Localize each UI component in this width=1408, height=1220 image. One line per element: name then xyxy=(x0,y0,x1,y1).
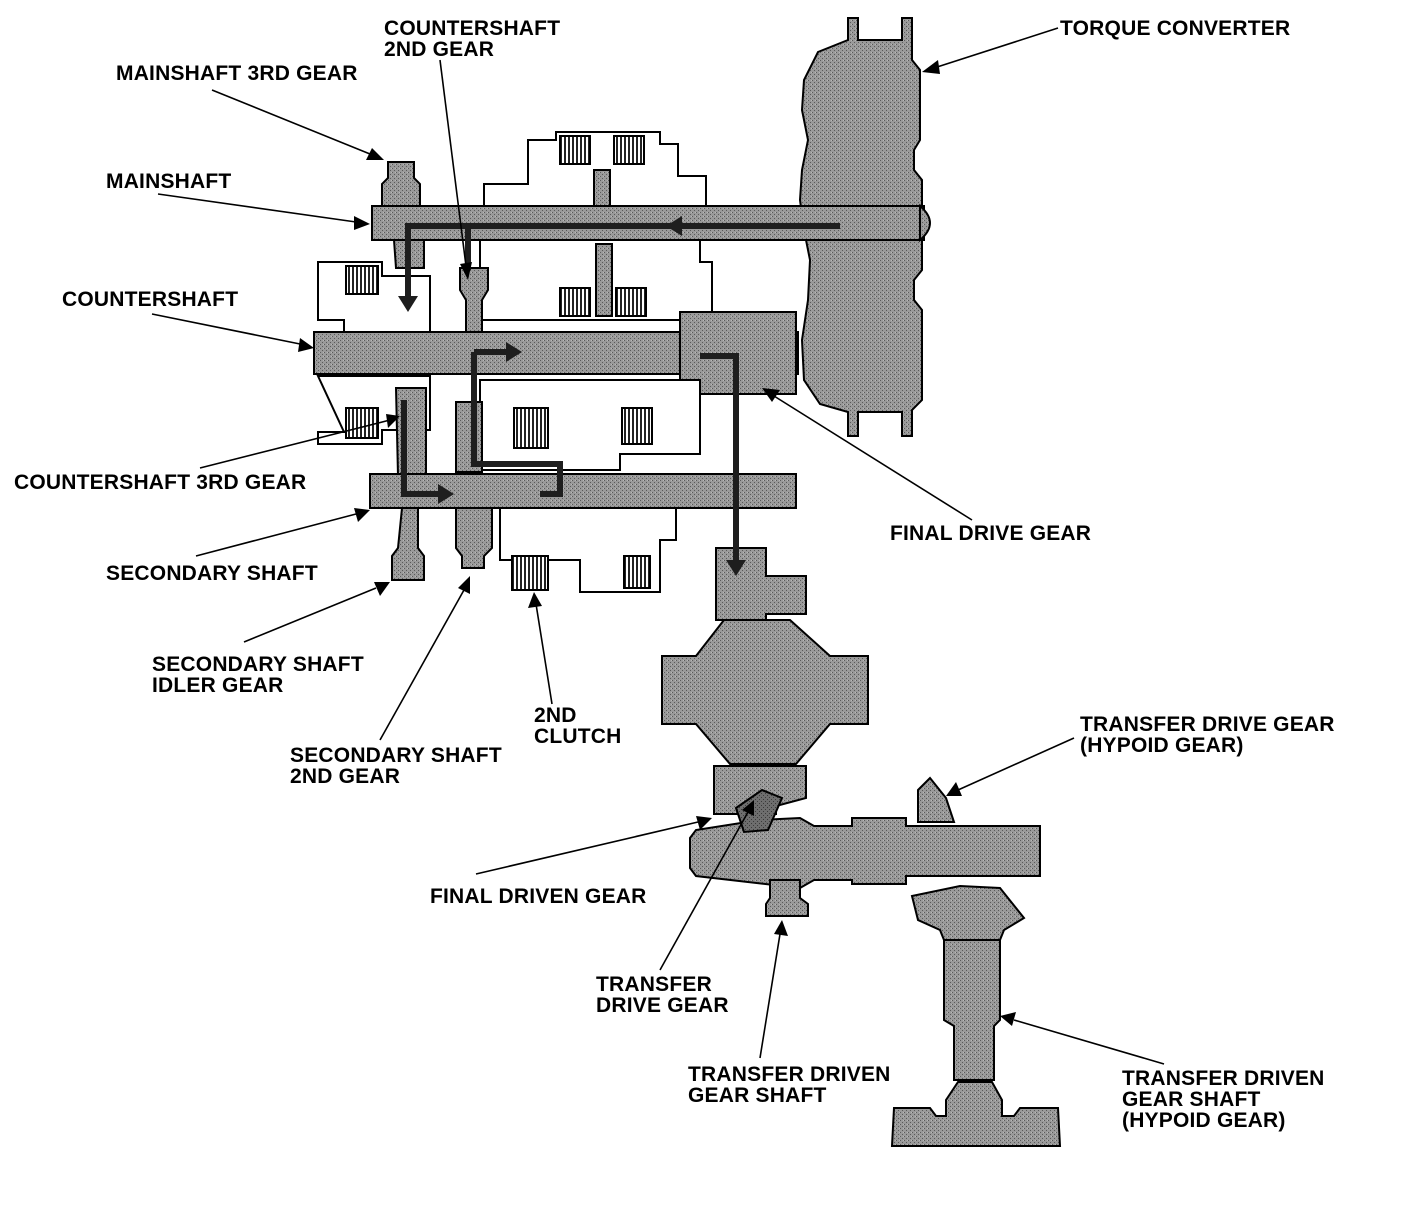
label-transfer-driven-gear-shaft-hypoid-line1: TRANSFER DRIVEN xyxy=(1122,1067,1325,1090)
arrowhead-transfer-drive-gear-hypoid xyxy=(946,782,962,796)
mainshaft-end xyxy=(919,203,931,243)
arrowhead-countershaft xyxy=(298,338,314,352)
leader-transfer-drive-gear-hypoid xyxy=(957,737,1075,791)
label-countershaft-2nd-gear-line2: 2ND GEAR xyxy=(384,38,494,61)
leader-mainshaft-3rd-gear xyxy=(211,89,371,155)
leader-torque-converter xyxy=(933,27,1059,69)
countershaft-left-clutch-bottom xyxy=(345,407,379,439)
label-transfer-driven-gear-shaft-line1: TRANSFER DRIVEN xyxy=(688,1063,891,1086)
transfer-driven-gear-shaft-hub xyxy=(765,879,809,917)
leader-transfer-driven-gear-shaft-hypoid xyxy=(1013,1019,1165,1065)
leader-secondary-shaft xyxy=(195,513,357,557)
secondary-shaft-idler-gear-shape xyxy=(391,507,425,581)
label-torque-converter: TORQUE CONVERTER xyxy=(1060,17,1290,40)
mainshaft-lower-clutch-pack-b xyxy=(615,287,647,317)
final-driven-gear-upper xyxy=(715,547,807,621)
mainshaft-lower-gear xyxy=(595,243,613,317)
leader-final-drive-gear xyxy=(773,395,973,521)
flow-arrow-countershaft xyxy=(506,342,522,362)
transfer-drive-gear-shape xyxy=(734,788,784,834)
arrowhead-final-driven-gear xyxy=(696,816,712,830)
label-second-clutch-line1: 2ND xyxy=(534,704,577,727)
leader-countershaft-2nd-gear xyxy=(439,59,467,267)
label-secondary-shaft-2nd-gear-line2: 2ND GEAR xyxy=(290,765,400,788)
leader-second-clutch xyxy=(535,603,553,705)
mainshaft-clutch-pack-a xyxy=(559,135,591,165)
countershaft-left-clutch-top xyxy=(345,265,379,295)
arrowhead-secondary-shaft xyxy=(354,508,370,522)
leader-secondary-shaft-idler-gear xyxy=(243,587,377,643)
label-countershaft-3rd-gear: COUNTERSHAFT 3RD GEAR xyxy=(14,471,306,494)
differential-housing xyxy=(661,619,869,765)
arrowhead-final-drive-gear xyxy=(762,388,780,402)
flow-arrow-mainshaft xyxy=(666,216,682,236)
flow-arrow-3rd-gear xyxy=(398,296,418,312)
leader-transfer-driven-gear-shaft xyxy=(759,933,781,1059)
hypoid-driven-gear-head xyxy=(910,884,1026,941)
label-countershaft: COUNTERSHAFT xyxy=(62,288,238,311)
arrowhead-mainshaft-3rd-gear xyxy=(366,148,384,160)
label-mainshaft-3rd-gear: MAINSHAFT 3RD GEAR xyxy=(116,62,358,85)
arrowhead-torque-converter xyxy=(922,60,940,74)
secondary-clutch-pack-upper xyxy=(513,407,549,449)
callout-labels: TORQUE CONVERTER COUNTERSHAFT 2ND GEAR M… xyxy=(14,17,1335,1132)
flow-arrow-final-drive xyxy=(726,560,746,576)
secondary-shaft-shape xyxy=(369,473,797,509)
power-flow-path xyxy=(398,216,840,576)
secondary-shaft-2nd-gear-shape xyxy=(455,507,493,569)
label-final-drive-gear: FINAL DRIVE GEAR xyxy=(890,522,1091,545)
leader-lines xyxy=(151,27,1165,1065)
arrowhead-secondary-shaft-2nd-gear xyxy=(458,576,470,594)
arrowhead-countershaft-3rd-gear xyxy=(386,414,400,428)
label-transfer-drive-gear-hypoid-line1: TRANSFER DRIVE GEAR xyxy=(1080,713,1335,736)
label-secondary-shaft-2nd-gear-line1: SECONDARY SHAFT xyxy=(290,744,502,767)
label-mainshaft: MAINSHAFT xyxy=(106,170,231,193)
label-second-clutch-line2: CLUTCH xyxy=(534,725,622,748)
transfer-driven-gear-shaft-shape xyxy=(689,816,1041,890)
label-countershaft-2nd-gear-line1: COUNTERSHAFT xyxy=(384,17,560,40)
label-secondary-shaft-idler-gear-line2: IDLER GEAR xyxy=(152,674,284,697)
hypoid-driven-flange xyxy=(890,1081,1062,1147)
arrowhead-transfer-driven-gear-shaft-hypoid xyxy=(1000,1012,1016,1026)
label-secondary-shaft: SECONDARY SHAFT xyxy=(106,562,318,585)
label-transfer-driven-gear-shaft-line2: GEAR SHAFT xyxy=(688,1084,827,1107)
arrowhead-secondary-shaft-idler-gear xyxy=(374,582,390,596)
secondary-clutch-pack-upper-b xyxy=(621,407,653,445)
arrowhead-mainshaft xyxy=(354,216,370,230)
label-secondary-shaft-idler-gear-line1: SECONDARY SHAFT xyxy=(152,653,364,676)
leader-mainshaft xyxy=(157,193,357,223)
leader-secondary-shaft-2nd-gear xyxy=(379,589,465,741)
leader-countershaft xyxy=(151,313,301,345)
power-flow-line-main xyxy=(401,223,840,562)
flow-arrow-secondary xyxy=(438,484,454,504)
mainshaft-clutch-pack-b xyxy=(613,135,645,165)
arrowhead-countershaft-2nd-gear xyxy=(460,262,472,280)
label-transfer-drive-gear-line1: TRANSFER xyxy=(596,973,712,996)
label-transfer-driven-gear-shaft-hypoid-line3: (HYPOID GEAR) xyxy=(1122,1109,1286,1132)
mainshaft-lower-clutch-pack-a xyxy=(559,287,591,317)
label-final-driven-gear: FINAL DRIVEN GEAR xyxy=(430,885,647,908)
transfer-drive-gear-hypoid-shape xyxy=(917,776,956,823)
arrowhead-transfer-driven-gear-shaft xyxy=(774,920,788,936)
mainshaft-3rd-gear-shape xyxy=(381,161,421,207)
mainshaft-gear-ring xyxy=(593,169,611,207)
label-transfer-driven-gear-shaft-hypoid-line2: GEAR SHAFT xyxy=(1122,1088,1261,1111)
label-transfer-drive-gear-line2: DRIVE GEAR xyxy=(596,994,729,1017)
second-clutch-pack xyxy=(511,555,549,591)
second-clutch-pack-b xyxy=(623,555,651,589)
label-transfer-drive-gear-hypoid-line2: (HYPOID GEAR) xyxy=(1080,734,1244,757)
arrowhead-second-clutch xyxy=(528,592,542,608)
leader-final-driven-gear xyxy=(475,821,699,875)
leader-transfer-drive-gear xyxy=(659,811,749,971)
arrowhead-transfer-drive-gear xyxy=(742,800,754,816)
leader-countershaft-3rd-gear xyxy=(199,419,391,469)
countershaft-3rd-gear-shape xyxy=(394,387,427,477)
hypoid-driven-shaft-upper xyxy=(943,939,1001,1081)
